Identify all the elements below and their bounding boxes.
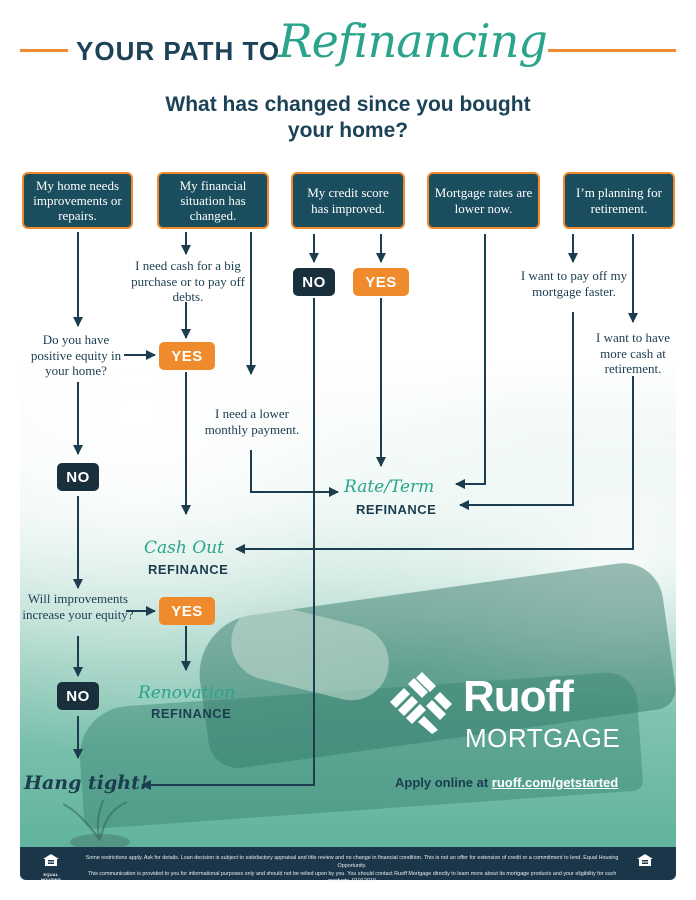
pill-yes-credit: YES — [353, 268, 409, 296]
note-positive-equity: Do you have positive equity in your home… — [30, 332, 122, 379]
outcome-cash-out-label: REFINANCE — [148, 562, 229, 577]
plant-icon — [62, 800, 130, 850]
background-photo — [20, 360, 676, 850]
page-subtitle: What has changed since you bought your h… — [165, 93, 531, 142]
pill-no-improvements: NO — [57, 682, 99, 710]
logo-subtitle: MORTGAGE — [465, 723, 621, 753]
logo-wordmark: Ruoff — [463, 672, 574, 721]
pill-yes-improvements: YES — [159, 597, 215, 625]
box-retirement: I’m planning for retirement. — [563, 172, 675, 229]
fine-print: Some restrictions apply. Ask for details… — [82, 855, 622, 886]
title-main: YOUR PATH TO — [76, 36, 281, 66]
equal-housing-lender-icon-right — [630, 853, 660, 875]
apply-prefix: Apply online at — [395, 775, 489, 790]
ruoff-logo-icon — [390, 672, 452, 734]
box-home-repairs: My home needs improvements or repairs. — [22, 172, 133, 229]
fine-print-line-1: Some restrictions apply. Ask for details… — [85, 855, 619, 869]
note-more-cash: I want to have more cash at retirement. — [595, 330, 670, 377]
outcome-hang-tight: Hang tight! — [24, 772, 149, 794]
arrow-more-cash-to-cash-out — [235, 376, 634, 554]
outcome-renovation-label: REFINANCE — [151, 706, 232, 721]
note-cash-need: I need cash for a big purchase or to pay… — [131, 258, 245, 305]
outcome-rate-term-script: Rate/Term — [344, 477, 435, 497]
arrow-rates-to-rate-term — [455, 234, 486, 489]
pill-yes-equity: YES — [159, 342, 215, 370]
equal-housing-lender-icon-left: EQUAL HOUSING LENDER — [36, 853, 66, 887]
arrow-lower-payment-to-rate-term — [250, 450, 339, 497]
pill-no-equity: NO — [57, 463, 99, 491]
box-credit-improved: My credit score has improved. — [291, 172, 405, 229]
outcome-rate-term-label: REFINANCE — [356, 502, 437, 517]
outcome-renovation-script: Renovation — [138, 683, 236, 703]
outcome-cash-out-script: Cash Out — [144, 538, 224, 558]
note-improvements-equity: Will improvements increase your equity? — [22, 591, 134, 622]
fine-print-line-2: This communication is provided to you fo… — [87, 870, 617, 885]
apply-online: Apply online at ruoff.com/getstarted — [395, 775, 618, 790]
arrow-pay-faster-to-rate-term — [459, 312, 574, 510]
ehl-caption: EQUAL HOUSING LENDER — [40, 872, 62, 887]
box-financial-change: My financial situation has changed. — [157, 172, 269, 229]
title-rule-right — [548, 49, 676, 52]
title-script: Refinancing — [278, 14, 548, 68]
arrow-no-to-hang-tight-2 — [141, 298, 315, 790]
note-lower-payment: I need a lower monthly payment. — [204, 406, 300, 437]
title-rule-left — [20, 49, 68, 52]
note-pay-faster: I want to pay off my mortgage faster. — [520, 268, 628, 299]
pill-no-credit: NO — [293, 268, 335, 296]
footer-disclaimer: EQUAL HOUSING LENDER Some restrictions a… — [20, 847, 676, 887]
apply-link[interactable]: ruoff.com/getstarted — [491, 775, 619, 790]
box-rates-lower: Mortgage rates are lower now. — [427, 172, 540, 229]
